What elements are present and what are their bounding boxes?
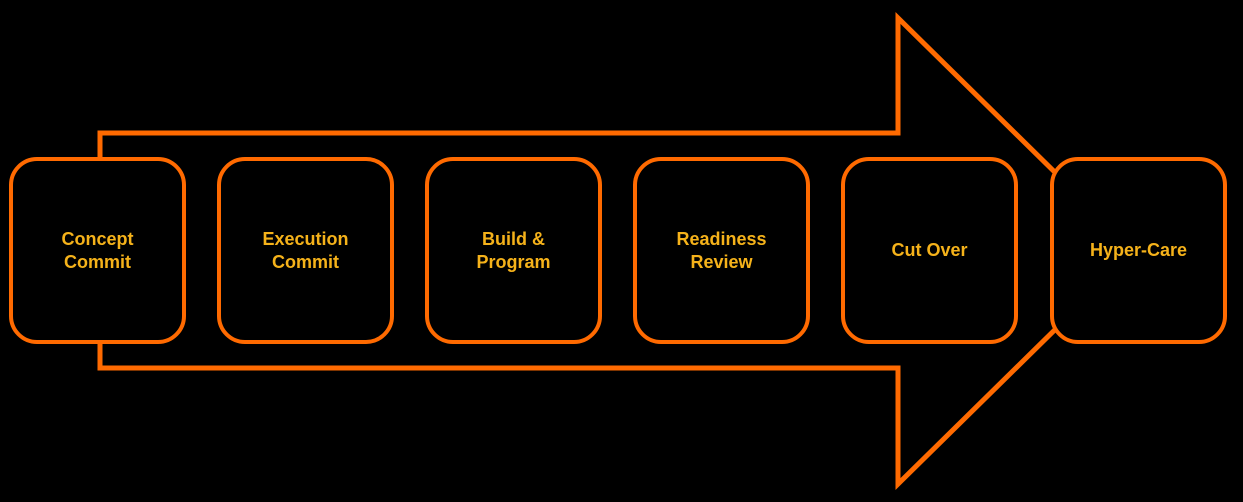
phase-label: Readiness Review [676, 228, 767, 272]
phase-label: Build & Program [476, 228, 551, 272]
process-arrow-outline [97, 12, 1139, 490]
phase-label: Cut Over [891, 240, 968, 260]
phase-readiness-review[interactable]: Readiness Review [633, 157, 810, 344]
phase-concept-commit[interactable]: Concept Commit [9, 157, 186, 344]
phase-hyper-care[interactable]: Hyper-Care [1050, 157, 1227, 344]
phase-cut-over[interactable]: Cut Over [841, 157, 1018, 344]
phase-label: Execution Commit [262, 228, 349, 272]
phase-label: Hyper-Care [1089, 240, 1188, 260]
phase-execution-commit[interactable]: Execution Commit [217, 157, 394, 344]
phase-label: Concept Commit [61, 228, 134, 272]
phase-build-program[interactable]: Build & Program [425, 157, 602, 344]
